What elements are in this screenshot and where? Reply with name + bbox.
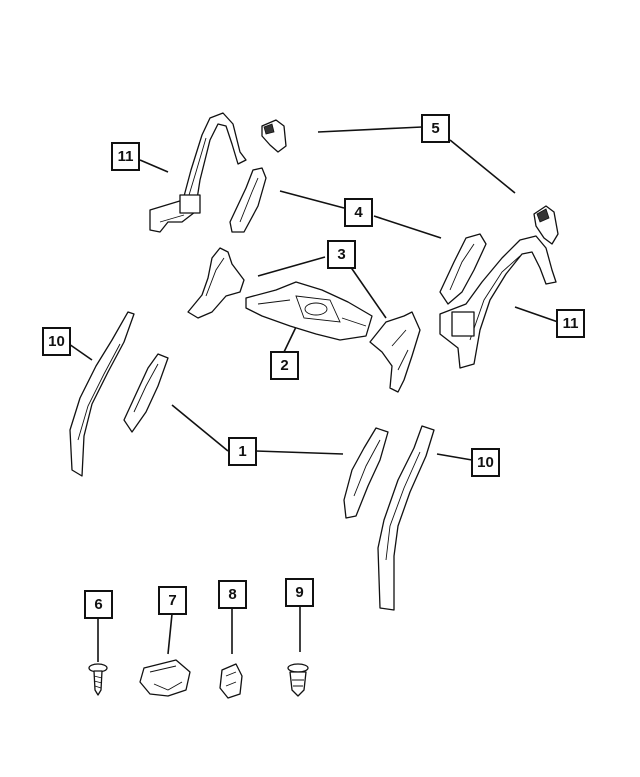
part-3-right-bracket	[369, 311, 421, 393]
part-11-left-rail	[149, 112, 247, 233]
callout-10-left: 10	[42, 327, 71, 356]
part-4-right-bracket	[439, 233, 487, 305]
part-6-screw	[88, 663, 108, 696]
part-7-clip	[139, 659, 191, 697]
callout-3: 3	[327, 240, 356, 269]
part-2-cross-member	[245, 281, 373, 341]
leader-lines	[68, 126, 559, 662]
part-1-left-trim	[123, 353, 169, 433]
callout-8: 8	[218, 580, 247, 609]
part-5-left-clip	[261, 119, 287, 153]
part-8-nut-clip	[219, 663, 243, 699]
callout-2: 2	[270, 351, 299, 380]
part-10-left-pillar	[69, 311, 135, 477]
callout-10-right: 10	[471, 448, 500, 477]
part-10-right-pillar	[377, 425, 435, 611]
callout-1: 1	[228, 437, 257, 466]
callout-5: 5	[421, 114, 450, 143]
part-1-right-trim	[343, 427, 389, 519]
part-11-right-rail	[439, 235, 557, 369]
callout-9: 9	[285, 578, 314, 607]
part-5-right-clip	[533, 205, 559, 245]
callout-6: 6	[84, 590, 113, 619]
callout-11-left: 11	[111, 142, 140, 171]
part-4-left-bracket	[229, 167, 267, 233]
part-3-left-bracket	[187, 247, 245, 319]
part-9-push-pin	[287, 663, 309, 697]
callout-11-right: 11	[556, 309, 585, 338]
callout-7: 7	[158, 586, 187, 615]
callout-4: 4	[344, 198, 373, 227]
